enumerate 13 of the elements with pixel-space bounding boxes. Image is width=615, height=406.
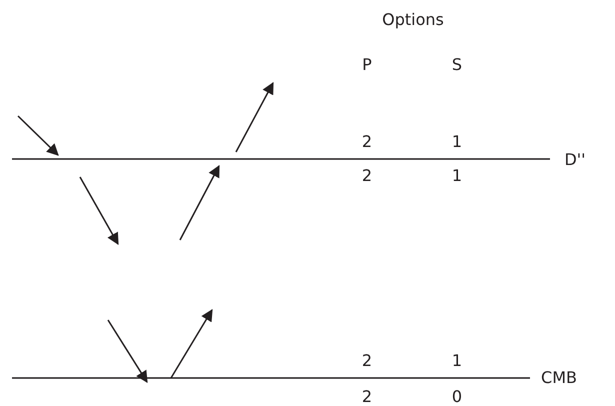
label-text: 2 (362, 134, 372, 150)
label-text: 1 (452, 353, 462, 369)
label-text: 2 (362, 168, 372, 184)
label-text: CMB (541, 370, 577, 386)
label-text: 0 (452, 389, 462, 405)
label-text: D'' (564, 152, 586, 168)
label-text: 1 (452, 134, 462, 150)
label-text: S (452, 57, 462, 73)
label-text: 2 (362, 353, 372, 369)
column-heading: Options (382, 12, 444, 28)
label-text: P (362, 57, 372, 73)
label-text: 2 (362, 389, 372, 405)
label-text: 1 (452, 168, 462, 184)
